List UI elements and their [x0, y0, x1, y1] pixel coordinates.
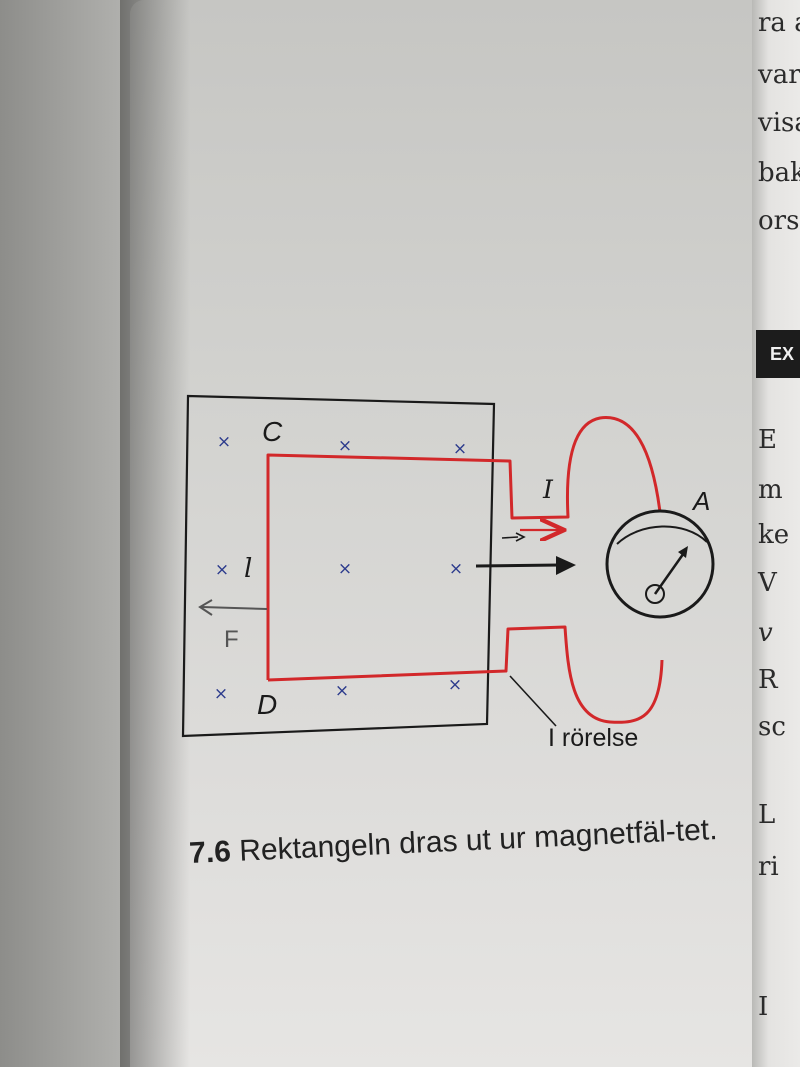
- main-page: [130, 0, 800, 1067]
- current-label: I: [542, 475, 554, 504]
- length-label: l: [244, 554, 252, 584]
- ammeter-label: A: [691, 486, 710, 516]
- force-arrow-head: [198, 599, 213, 616]
- right-page-line: v: [758, 618, 773, 648]
- caption-text: Rektangeln dras ut ur magnetfäl-tet.: [238, 813, 719, 868]
- right-page-line: ri: [758, 852, 779, 882]
- right-page-line: I: [758, 992, 769, 1022]
- ammeter-pivot: [645, 584, 665, 604]
- right-page-line: R: [758, 665, 778, 695]
- velocity-arrow-small-head: [515, 532, 526, 542]
- ammeter-scale: [616, 525, 708, 545]
- field-mark: ×: [453, 439, 467, 459]
- right-page-line: bak: [758, 158, 800, 188]
- field-markers: × × × × × × × × ×: [214, 432, 467, 704]
- field-mark: ×: [338, 436, 352, 456]
- velocity-arrow-head: [556, 556, 576, 575]
- field-mark: ×: [448, 675, 462, 695]
- ammeter-needle: [653, 549, 688, 595]
- right-page-line: L: [758, 800, 776, 830]
- caption-number: 7.6: [188, 835, 232, 870]
- right-page-line: ra a: [758, 8, 800, 38]
- ammeter: [605, 509, 715, 619]
- field-mark: ×: [338, 559, 352, 579]
- field-mark: ×: [217, 432, 231, 452]
- right-page-line: sc: [758, 712, 786, 742]
- book-spine-shadow: [120, 0, 190, 1067]
- wire-loop: [266, 416, 664, 724]
- ammeter-body: [605, 509, 715, 619]
- ammeter-needle-tip: [678, 546, 688, 558]
- example-label: EX: [756, 330, 800, 378]
- field-mark: ×: [214, 684, 228, 704]
- right-page-strip: ra a var visa bak orsa EX E m ke V v R s…: [752, 0, 800, 1067]
- right-page-line: orsa: [758, 206, 800, 236]
- corner-label-c: C: [262, 416, 283, 447]
- motion-label: I rörelse: [548, 724, 638, 752]
- magnetic-field-region: [181, 394, 496, 738]
- right-page-line: V: [758, 568, 777, 598]
- force-label: F: [224, 626, 239, 653]
- right-page-line: m: [758, 475, 783, 505]
- right-page-line: E: [758, 425, 777, 455]
- motion-leader-line: [509, 675, 557, 727]
- field-mark: ×: [335, 681, 349, 701]
- right-page-line: ke: [758, 520, 790, 550]
- field-mark: ×: [215, 560, 229, 580]
- right-page-line: var: [758, 60, 800, 90]
- velocity-arrow: [475, 563, 561, 568]
- force-arrow: [201, 606, 268, 610]
- right-page-line: visa: [758, 108, 800, 138]
- velocity-arrow-small: [501, 536, 519, 539]
- corner-label-d: D: [257, 689, 277, 720]
- field-mark: ×: [449, 559, 463, 579]
